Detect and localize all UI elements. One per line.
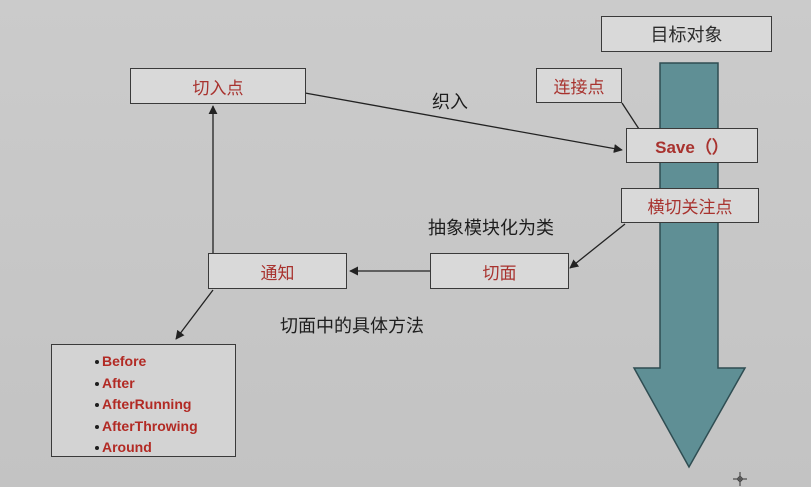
- save-method-node: Save（）: [626, 128, 758, 163]
- advice-type-item: AfterRunning: [95, 394, 235, 416]
- abstraction-label: 抽象模块化为类: [428, 218, 554, 239]
- join-point-node: 连接点: [536, 68, 622, 103]
- weave-arrow: [304, 92, 623, 153]
- advice-to-list-arrow: [175, 289, 214, 340]
- target-object-node: 目标对象: [601, 16, 772, 52]
- abstraction-arrow: [569, 223, 626, 269]
- advice-type-item: Before: [95, 351, 235, 373]
- advice-types-list: Before After AfterRunning AfterThrowing …: [51, 344, 236, 457]
- aspect-methods-label: 切面中的具体方法: [280, 316, 424, 337]
- pointcut-node: 切入点: [130, 68, 306, 104]
- crosshair-cursor-icon: [733, 472, 747, 486]
- aspect-node: 切面: [430, 253, 569, 289]
- cross-cutting-concern-node: 横切关注点: [621, 188, 759, 223]
- flow-down-arrow: [632, 62, 747, 469]
- advice-type-item: Around: [95, 437, 235, 459]
- advice-type-item: AfterThrowing: [95, 416, 235, 438]
- join-point-connector: [621, 102, 640, 130]
- advice-type-item: After: [95, 373, 235, 395]
- advice-node: 通知: [208, 253, 347, 289]
- weave-label: 织入: [432, 92, 468, 113]
